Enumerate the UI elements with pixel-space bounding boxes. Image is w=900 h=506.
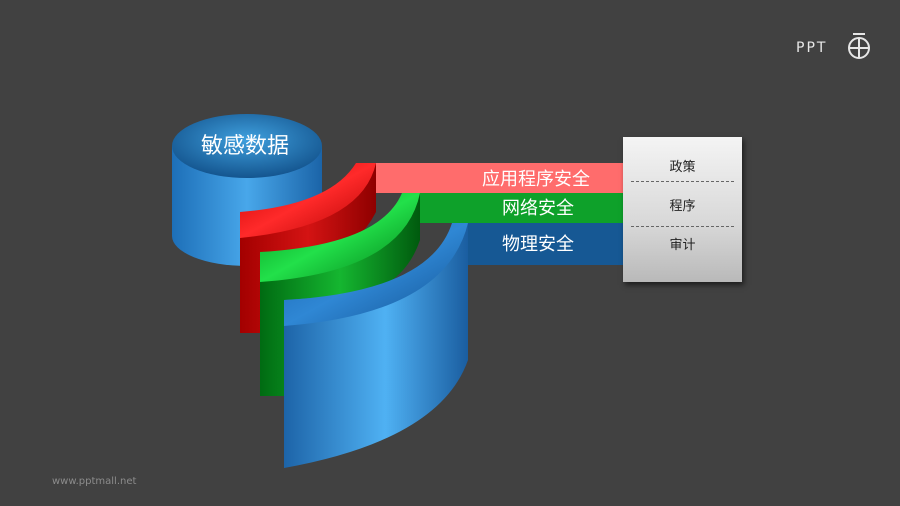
- layer-application-label: 应用程序安全: [482, 169, 590, 190]
- brand-text: PPT: [796, 40, 828, 56]
- band-physical: [468, 223, 624, 265]
- layer-physical-shape: [284, 223, 468, 468]
- band-application: [376, 163, 624, 193]
- panel-divider: [631, 181, 734, 182]
- panel-item-procedure: 程序: [669, 199, 696, 214]
- sensitive-data-title: 敏感数据: [200, 134, 289, 159]
- layer-physical-label: 物理安全: [502, 234, 574, 255]
- panel-item-policy: 政策: [669, 160, 696, 175]
- panel-divider: [631, 226, 734, 227]
- brand-logo-icon: [848, 33, 870, 59]
- controls-panel: 政策 程序 审计: [623, 137, 742, 282]
- layer-network-label: 网络安全: [502, 198, 574, 219]
- watermark-text: www.pptmall.net: [52, 476, 137, 487]
- band-network: [420, 193, 624, 223]
- panel-item-audit: 审计: [669, 238, 696, 253]
